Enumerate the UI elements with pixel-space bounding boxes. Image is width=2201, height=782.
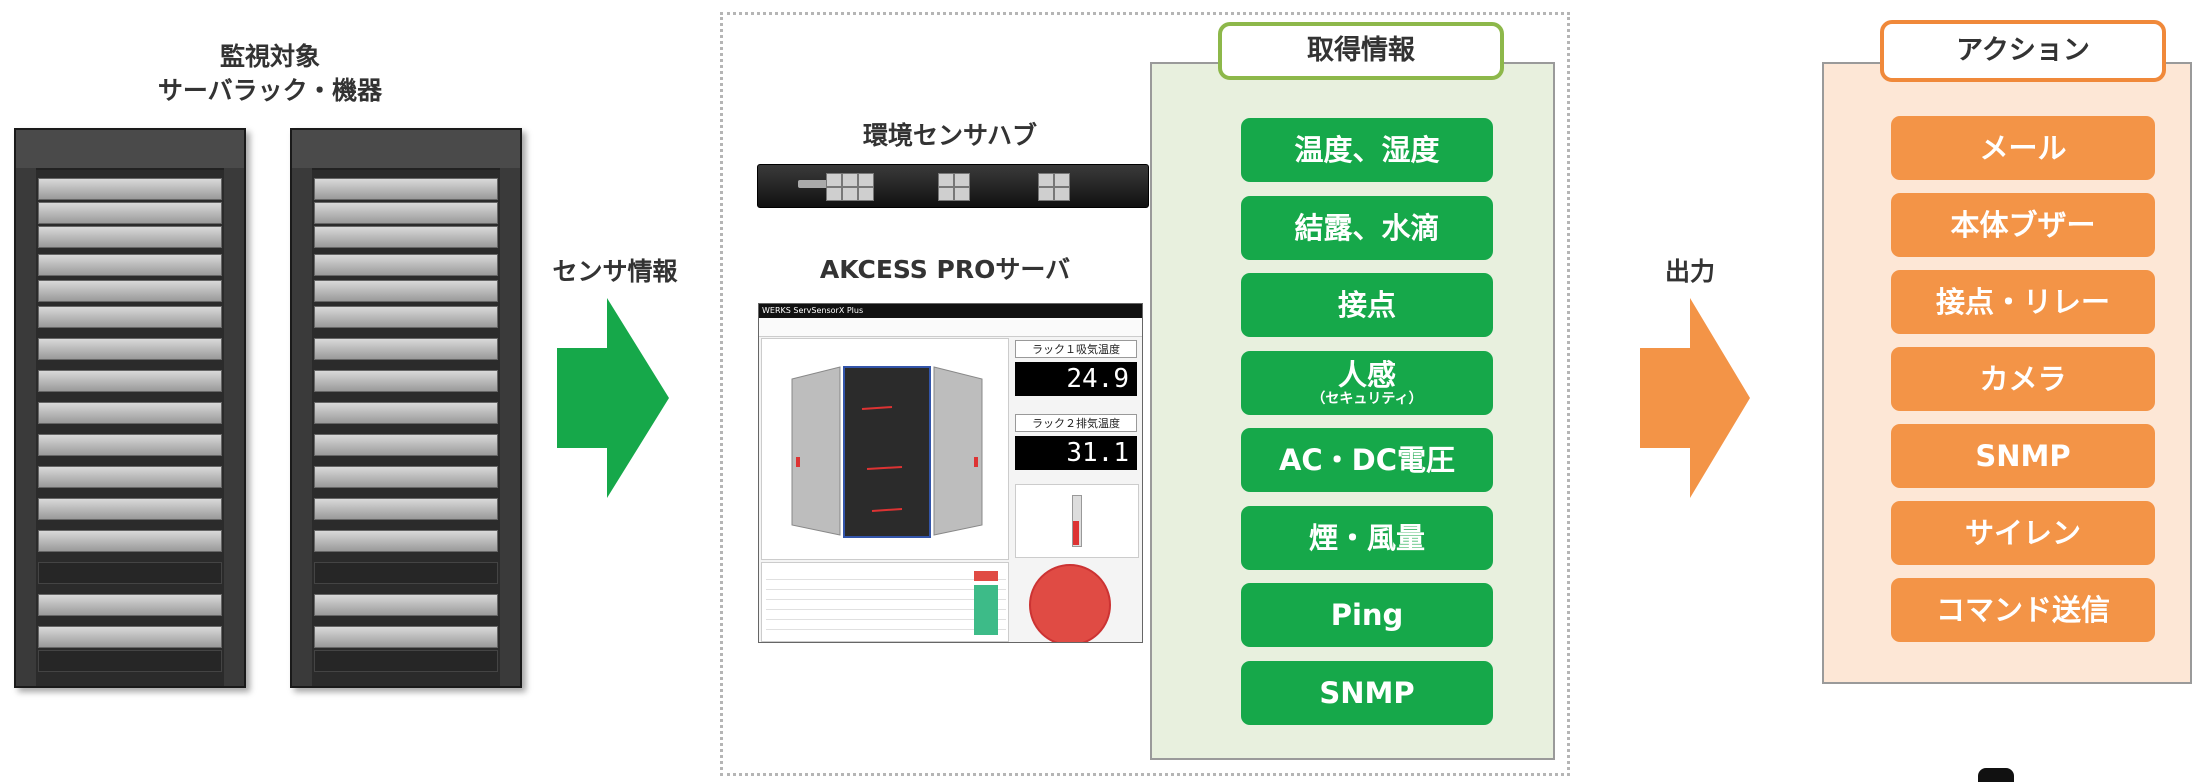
- temp2-label: ラック２排気温度: [1015, 414, 1137, 432]
- info-item-label: 接点: [1337, 288, 1396, 322]
- info-item: SNMP: [1241, 660, 1493, 725]
- action-item: 本体ブザー: [1891, 193, 2155, 257]
- info-item: AC・DC電圧: [1241, 428, 1493, 492]
- rack-unit: [314, 466, 498, 488]
- rack-unit: [314, 254, 498, 276]
- rack-unit: [38, 226, 222, 248]
- rack-unit: [314, 370, 498, 392]
- rack-unit: [38, 626, 222, 648]
- info-item-label: SNMP: [1319, 675, 1415, 710]
- server-rack-1: [14, 128, 246, 688]
- output-label: 出力: [1664, 257, 1715, 286]
- title-line-2: サーバラック・機器: [157, 76, 383, 105]
- rack-unit: [38, 498, 222, 520]
- info-item: 温度、湿度: [1241, 118, 1493, 182]
- rack-unit: [38, 370, 222, 392]
- action-header: アクション: [1880, 20, 2166, 82]
- info-item-label: AC・DC電圧: [1278, 443, 1456, 477]
- rack-unit: [38, 178, 222, 200]
- akcess-pro-server-label: AKCESS PROサーバ: [819, 255, 1071, 284]
- info-item: Ping: [1241, 583, 1493, 647]
- sensor-list-panel: [761, 562, 1009, 642]
- action-item: カメラ: [1891, 347, 2155, 411]
- rack-unit: [38, 202, 222, 224]
- sensor-hub-device: [757, 164, 1149, 208]
- door-alarm-indicator: [1029, 564, 1111, 642]
- dashboard-toolbar: [759, 318, 1142, 337]
- arrow-right-green-icon: [557, 298, 669, 498]
- sensor-hub-label: 環境センサハブ: [862, 121, 1037, 150]
- rack-unit: [38, 466, 222, 488]
- temp2-value: 31.1: [1015, 436, 1137, 470]
- rack-unit: [38, 650, 222, 672]
- temp1-label: ラック１吸気温度: [1015, 340, 1137, 358]
- rack-unit: [38, 254, 222, 276]
- rack-unit: [314, 626, 498, 648]
- info-item: 結露、水滴: [1241, 195, 1493, 260]
- rack-unit: [314, 562, 498, 584]
- info-item-label: 温度、湿度: [1294, 133, 1440, 167]
- temp1-value: 24.9: [1015, 362, 1137, 396]
- action-item: コマンド送信: [1891, 578, 2155, 642]
- monitored-racks-title: 監視対象 サーバラック・機器: [130, 40, 410, 108]
- rack-unit: [38, 280, 222, 302]
- rack-unit: [314, 202, 498, 224]
- rack-airflow-diagram: [791, 366, 983, 538]
- rack-diagram-panel: [761, 338, 1009, 560]
- rack-unit: [314, 338, 498, 360]
- rack-unit: [38, 434, 222, 456]
- info-item-label: 煙・風量: [1308, 520, 1425, 555]
- thermometer-panel: [1015, 484, 1139, 558]
- rack-unit: [314, 650, 498, 672]
- rack-unit: [38, 306, 222, 328]
- action-item: 接点・リレー: [1891, 270, 2155, 334]
- corner-icon: [1978, 768, 2014, 782]
- monitoring-system-group: [720, 12, 1570, 776]
- info-item-label: 結露、水滴: [1294, 210, 1440, 245]
- info-item: 煙・風量: [1241, 505, 1493, 570]
- rack-unit: [314, 306, 498, 328]
- rack-unit: [38, 338, 222, 360]
- action-item: サイレン: [1891, 501, 2155, 565]
- info-item-sublabel: （セキュリティ）: [1311, 390, 1423, 407]
- dashboard-titlebar: WERKS ServSensorX Plus: [759, 304, 1142, 318]
- action-item: メール: [1891, 116, 2155, 180]
- server-dashboard-screenshot: WERKS ServSensorX Plus ラック１吸気温度 24.9 ラック…: [758, 303, 1143, 643]
- rack-unit: [314, 178, 498, 200]
- info-header: 取得情報: [1218, 22, 1504, 80]
- sensor-info-label: センサ情報: [552, 257, 678, 286]
- rack-unit: [38, 402, 222, 424]
- info-item-label: 人感: [1337, 357, 1396, 392]
- rack-unit: [314, 434, 498, 456]
- rack-unit: [314, 402, 498, 424]
- server-rack-2: [290, 128, 522, 688]
- rack-unit: [38, 594, 222, 616]
- rack-unit: [314, 594, 498, 616]
- info-item: 接点: [1241, 273, 1493, 337]
- arrow-right-orange-icon: [1640, 298, 1750, 498]
- rack-unit: [314, 498, 498, 520]
- action-item: SNMP: [1891, 424, 2155, 488]
- title-line-1: 監視対象: [219, 42, 320, 71]
- rack-unit: [314, 530, 498, 552]
- rack-unit: [314, 226, 498, 248]
- rack-unit: [314, 280, 498, 302]
- rack-unit: [38, 530, 222, 552]
- info-item: 人感（セキュリティ）: [1241, 350, 1493, 415]
- info-item-label: Ping: [1330, 598, 1404, 632]
- rack-unit: [38, 562, 222, 584]
